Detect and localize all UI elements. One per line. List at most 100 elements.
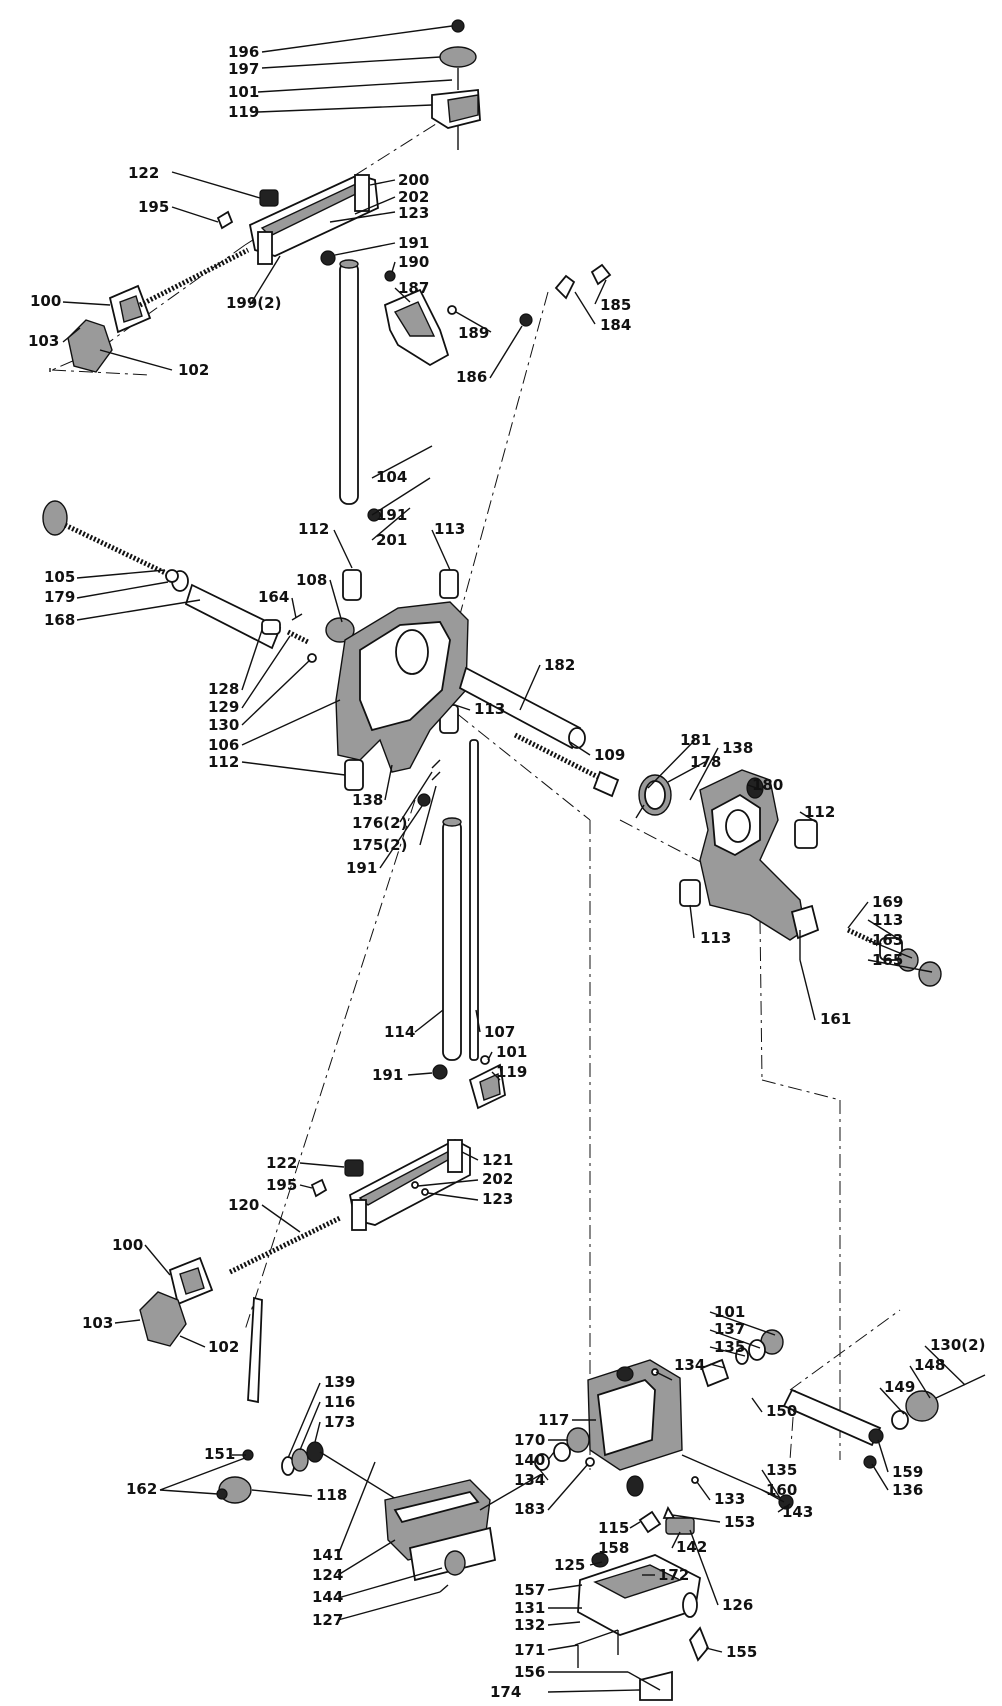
part-label: 191 xyxy=(398,234,429,252)
part-label: 101 xyxy=(228,83,259,101)
part-label: 163 xyxy=(872,931,903,949)
part-label: 122 xyxy=(266,1154,297,1172)
part-label: 173 xyxy=(324,1413,355,1431)
part-label: 159 xyxy=(892,1463,923,1481)
part-label: 113 xyxy=(434,520,465,538)
part-label: 191 xyxy=(346,859,377,877)
part-label: 117 xyxy=(538,1411,569,1429)
part-label: 134 xyxy=(674,1356,705,1374)
part-label: 101 xyxy=(496,1043,527,1061)
part-label: 133 xyxy=(714,1490,745,1508)
part-label: 122 xyxy=(128,164,159,182)
part-label: 118 xyxy=(316,1486,347,1504)
part-label: 137 xyxy=(714,1320,745,1338)
part-label: 172 xyxy=(658,1566,689,1584)
part-label: 195 xyxy=(266,1176,297,1194)
top-assembly xyxy=(42,19,620,807)
part-label: 138 xyxy=(722,739,753,757)
part-label: 155 xyxy=(726,1643,757,1661)
part-label: 102 xyxy=(208,1338,239,1356)
part-label: 176(2) xyxy=(352,814,407,832)
part-label: 189 xyxy=(458,324,489,342)
part-label: 179 xyxy=(44,588,75,606)
part-label: 200 xyxy=(398,171,429,189)
part-label: 109 xyxy=(594,746,625,764)
part-label: 107 xyxy=(484,1023,515,1041)
part-label: 202 xyxy=(482,1170,513,1188)
part-label: 140 xyxy=(514,1451,545,1469)
part-label: 103 xyxy=(28,332,59,350)
part-label: 124 xyxy=(312,1566,343,1584)
right-bracket-assembly xyxy=(635,769,942,987)
part-label: 113 xyxy=(700,929,731,947)
part-label: 114 xyxy=(384,1023,415,1041)
part-label: 105 xyxy=(44,568,75,586)
part-label: 170 xyxy=(514,1431,545,1449)
part-label: 150 xyxy=(766,1402,797,1420)
part-label: 119 xyxy=(228,103,259,121)
part-label: 165 xyxy=(872,951,903,969)
part-label: 160 xyxy=(766,1481,797,1499)
part-label: 185 xyxy=(600,296,631,314)
part-label: 112 xyxy=(208,753,239,771)
part-label: 108 xyxy=(296,571,327,589)
bottom-right-assembly xyxy=(534,1329,986,1701)
part-label: 153 xyxy=(724,1513,755,1531)
part-label: 183 xyxy=(514,1500,545,1518)
part-label: 134 xyxy=(514,1471,545,1489)
part-label: 123 xyxy=(398,204,429,222)
part-label: 120 xyxy=(228,1196,259,1214)
part-label: 197 xyxy=(228,60,259,78)
part-label: 184 xyxy=(600,316,631,334)
part-label: 121 xyxy=(482,1151,513,1169)
part-label: 157 xyxy=(514,1581,545,1599)
part-label: 161 xyxy=(820,1010,851,1028)
part-label: 139 xyxy=(324,1373,355,1391)
part-label: 144 xyxy=(312,1588,343,1606)
part-label: 116 xyxy=(324,1393,355,1411)
part-label: 191 xyxy=(376,506,407,524)
part-label: 191 xyxy=(372,1066,403,1084)
part-label: 182 xyxy=(544,656,575,674)
part-label: 199(2) xyxy=(226,294,281,312)
part-label: 123 xyxy=(482,1190,513,1208)
part-label: 178 xyxy=(690,753,721,771)
part-label: 115 xyxy=(598,1519,629,1537)
leader-lines xyxy=(62,25,966,1693)
part-label: 195 xyxy=(138,198,169,216)
part-label: 196 xyxy=(228,43,259,61)
part-label: 149 xyxy=(884,1378,915,1396)
part-label: 102 xyxy=(178,361,209,379)
part-label: 113 xyxy=(474,700,505,718)
part-label: 169 xyxy=(872,893,903,911)
part-label: 158 xyxy=(598,1539,629,1557)
part-label: 131 xyxy=(514,1599,545,1617)
part-label: 202 xyxy=(398,188,429,206)
part-label: 100 xyxy=(30,292,61,310)
part-label: 132 xyxy=(514,1616,545,1634)
part-label: 112 xyxy=(804,803,835,821)
part-label: 138 xyxy=(352,791,383,809)
part-label: 201 xyxy=(376,531,407,549)
lower-assembly xyxy=(139,739,541,1593)
part-label: 130 xyxy=(208,716,239,734)
part-label: 168 xyxy=(44,611,75,629)
part-label: 119 xyxy=(496,1063,527,1081)
part-label: 187 xyxy=(398,279,429,297)
part-label: 156 xyxy=(514,1663,545,1681)
part-label: 128 xyxy=(208,680,239,698)
part-label: 180 xyxy=(752,776,783,794)
part-label: 104 xyxy=(376,468,407,486)
part-label: 130(2) xyxy=(930,1336,985,1354)
part-label: 129 xyxy=(208,698,239,716)
part-label: 175(2) xyxy=(352,836,407,854)
part-label: 162 xyxy=(126,1480,157,1498)
part-label: 141 xyxy=(312,1546,343,1564)
part-label: 101 xyxy=(714,1303,745,1321)
part-label: 126 xyxy=(722,1596,753,1614)
part-label: 103 xyxy=(82,1314,113,1332)
part-label: 113 xyxy=(872,911,903,929)
part-label: 186 xyxy=(456,368,487,386)
part-label: 143 xyxy=(782,1503,813,1521)
